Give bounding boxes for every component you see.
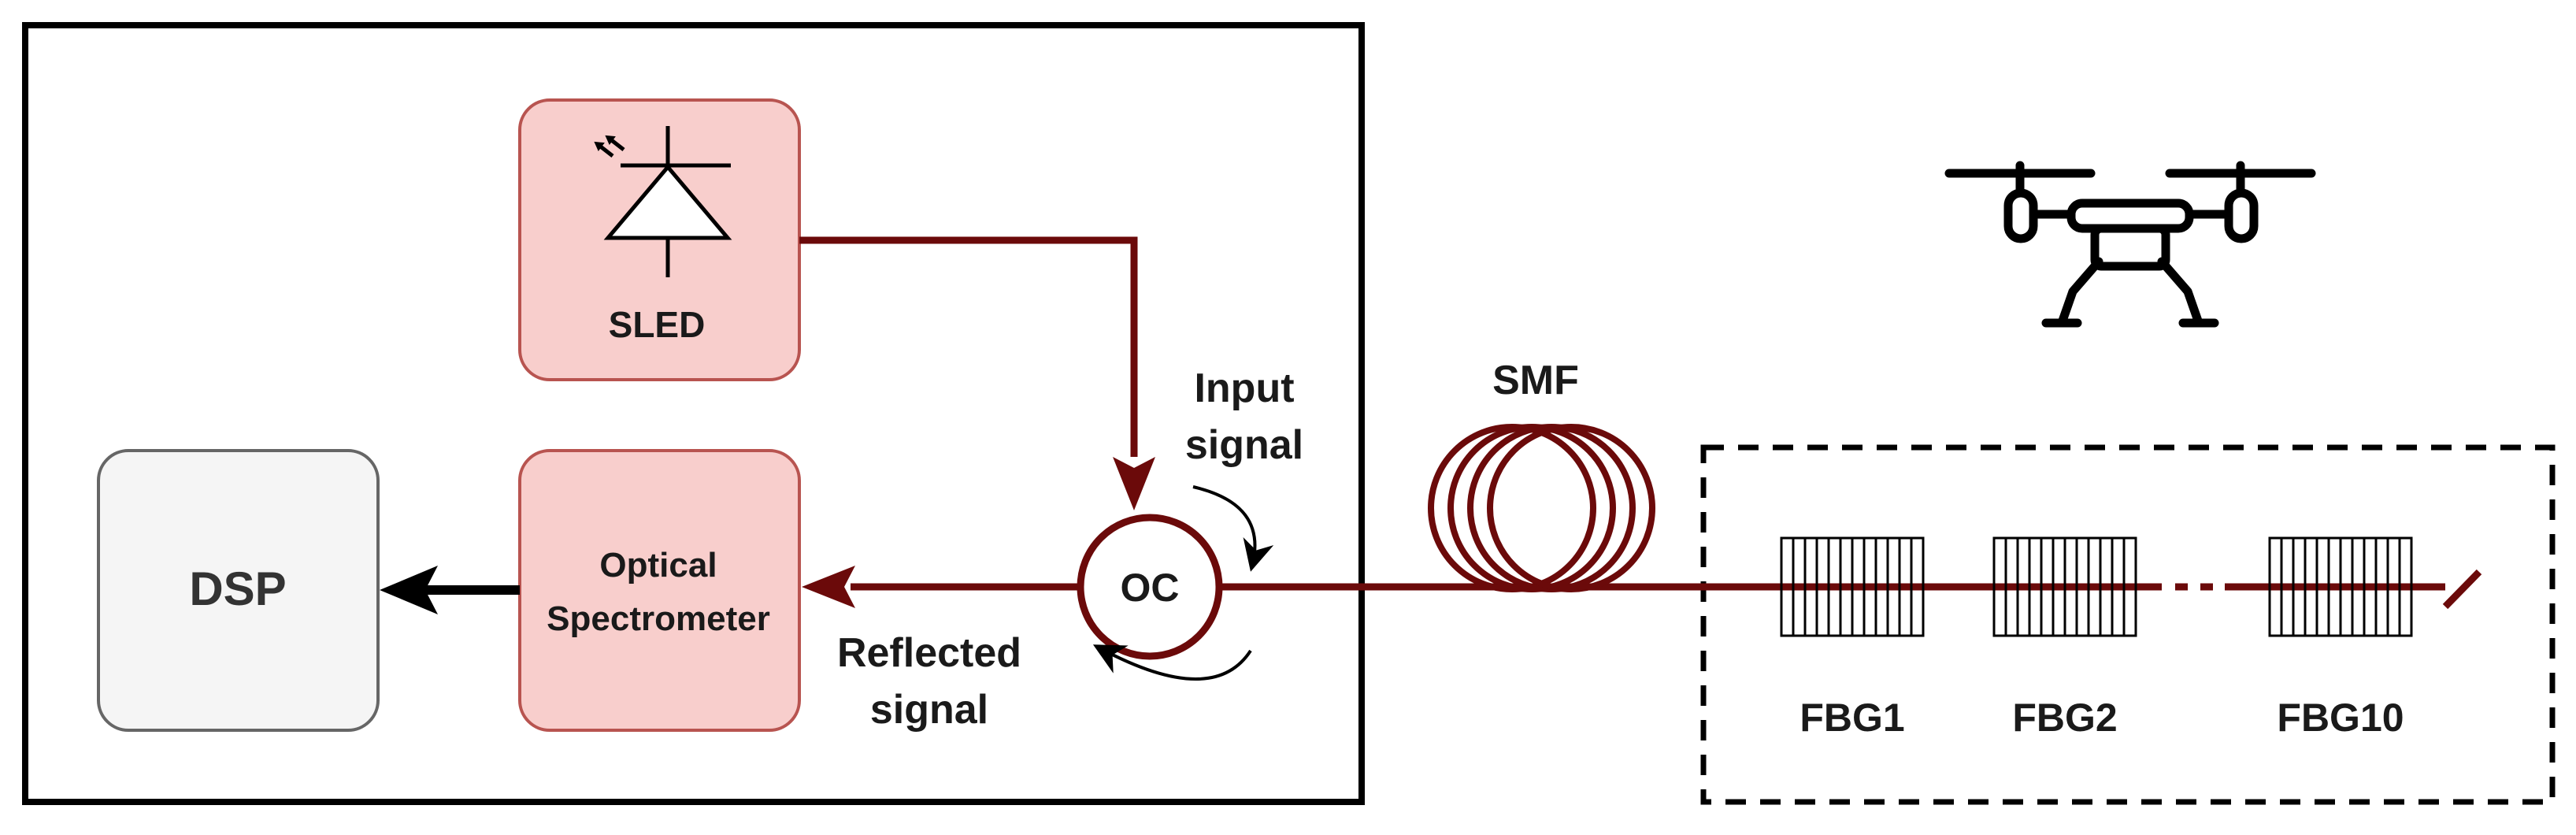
fbg1-grating: [1780, 536, 1925, 637]
smf-label: SMF: [1492, 358, 1579, 403]
interrogator-enclosure: [22, 22, 1365, 805]
spectrometer-block: Optical Spectrometer: [518, 449, 801, 732]
arrow-into-oc: [1113, 457, 1155, 510]
dsp-box: [97, 449, 380, 732]
fiber-sled-to-oc: [799, 236, 1138, 457]
reflected-signal-label-line1: Reflected: [837, 630, 1021, 676]
sled-diode-icon: [594, 126, 732, 277]
arrow-into-spectrometer: [802, 566, 855, 608]
fbg2-grating: [1992, 536, 2137, 637]
reflected-signal-label-line2: signal: [870, 687, 988, 733]
input-signal-label-line1: Input: [1194, 366, 1294, 411]
fiber-termination: [2442, 569, 2482, 610]
fbg1-label: FBG1: [1799, 696, 1904, 740]
input-signal-label-line2: signal: [1185, 422, 1303, 468]
spectrometer-label-line1: Optical: [599, 546, 717, 584]
arrow-into-dsp: [380, 566, 438, 614]
sled-block: SLED: [518, 98, 801, 381]
optical-circulator: OC: [1077, 514, 1223, 660]
sensing-area-box: [1700, 444, 2556, 805]
fbg2-label: FBG2: [2012, 696, 2117, 740]
oc-label: OC: [1121, 566, 1180, 610]
input-signal-curve-arrow: [1192, 485, 1274, 572]
reflected-signal-curve-arrow: [1092, 644, 1252, 681]
sled-label: SLED: [609, 304, 706, 345]
fbg10-grating: [2268, 536, 2413, 637]
fbg10-label: FBG10: [2277, 696, 2404, 740]
spectrometer-box: [518, 449, 801, 732]
dsp-label: DSP: [189, 562, 286, 615]
dsp-block: DSP: [97, 449, 380, 732]
smf-coil-icon: [1428, 424, 1655, 592]
spectrometer-label-line2: Spectrometer: [547, 599, 770, 638]
drone-icon: [1944, 161, 2316, 328]
